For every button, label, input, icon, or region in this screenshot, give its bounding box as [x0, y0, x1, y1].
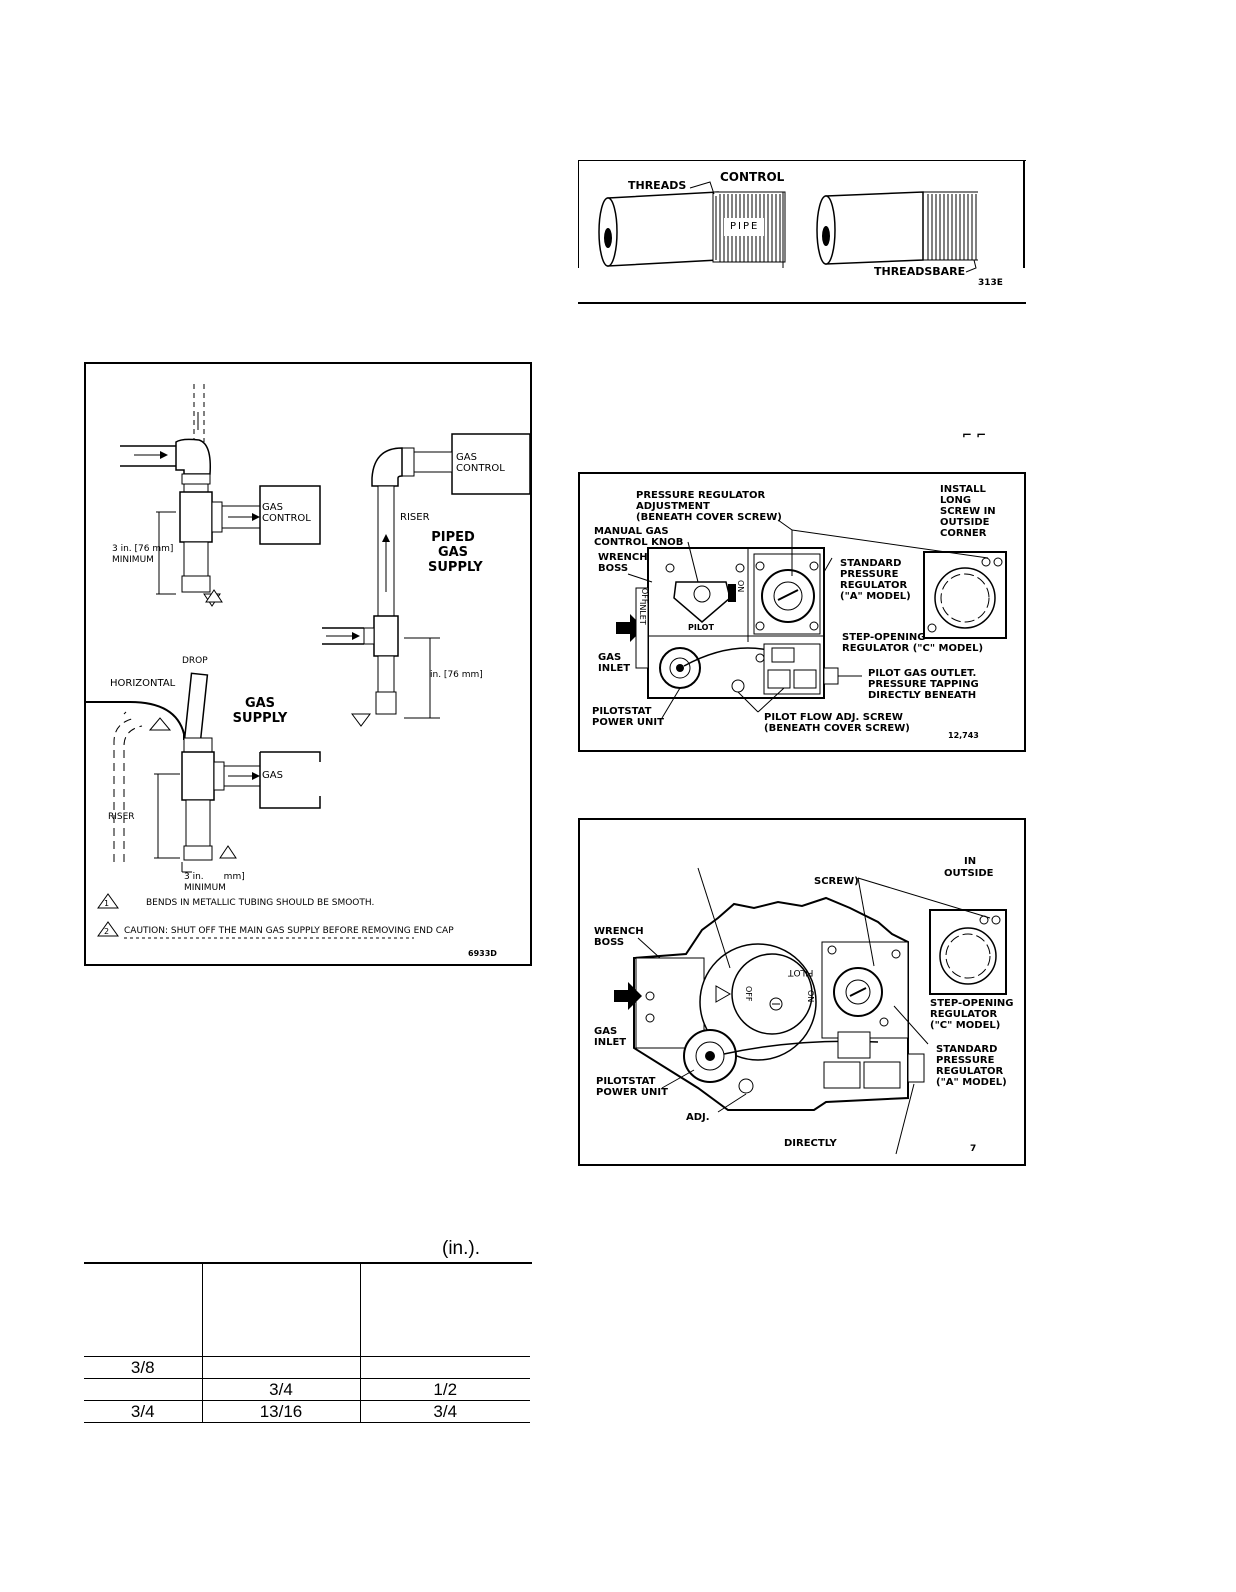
- table-cell: 1/2: [360, 1378, 530, 1401]
- pilotstat-label: PILOTSTAT POWER UNIT: [592, 706, 664, 728]
- step-opening-label: STEP-OPENING REGULATOR ("C" MODEL): [930, 998, 1014, 1031]
- table-cell: 3/4: [84, 1400, 203, 1423]
- table-cell: [360, 1356, 530, 1379]
- pipe-threads-drawing: [578, 160, 1026, 304]
- table-cell: 3/8: [84, 1356, 203, 1379]
- figure-gas-piping: GAS CONTROL 3 in. [76 mm] MINIMUM RISER …: [84, 362, 532, 966]
- table-row: 3/8: [84, 1356, 530, 1379]
- table-top-rule: [84, 1262, 532, 1264]
- figure-gas-control-b: IN OUTSIDE SCREW) WRENCH BOSS GAS INLET …: [578, 818, 1026, 1166]
- standard-regulator-label: STANDARD PRESSURE REGULATOR ("A" MODEL): [840, 558, 911, 602]
- note-1-text: BENDS IN METALLIC TUBING SHOULD BE SMOOT…: [146, 898, 375, 908]
- step-opening-label: STEP-OPENING REGULATOR ("C" MODEL): [842, 632, 984, 654]
- riser-label-2: RISER: [108, 812, 135, 822]
- control-label: CONTROL: [720, 170, 785, 184]
- stray-marks: ⌐ ⌐: [962, 428, 987, 442]
- gas-control-label-1: GAS CONTROL: [262, 502, 311, 524]
- table-cell: 3/4: [360, 1400, 530, 1423]
- table-row: 3/4 1/2: [84, 1378, 530, 1401]
- gas-control-b-drawing: [578, 818, 1026, 1166]
- pilot-label: PILOT: [788, 967, 814, 977]
- pressure-regulator-label: PRESSURE REGULATOR ADJUSTMENT (BENEATH C…: [636, 490, 782, 523]
- table-cell: [202, 1356, 361, 1379]
- figure-pipe-threads: THREADS CONTROL PIPE THREADSBARE 313E: [578, 160, 1026, 306]
- directly-label: DIRECTLY: [784, 1138, 837, 1149]
- note-2-number: 2: [104, 927, 110, 936]
- pilot-flow-label: PILOT FLOW ADJ. SCREW (BENEATH COVER SCR…: [764, 712, 910, 734]
- minimum-label-2: 3 in. mm] MINIMUM: [184, 872, 245, 893]
- threads-label: THREADS: [628, 179, 687, 192]
- gas-inlet-label: GAS INLET: [594, 1026, 627, 1048]
- install-long-screw-label: INSTALL LONG SCREW IN OUTSIDE CORNER: [940, 484, 996, 539]
- note-2-text: CAUTION: SHUT OFF THE MAIN GAS SUPPLY BE…: [124, 926, 454, 936]
- figure-code: 7: [970, 1144, 977, 1154]
- gas-supply-label: GAS SUPPLY: [232, 696, 288, 726]
- gas-control-a-drawing: [578, 472, 1026, 752]
- pilotstat-label: PILOTSTAT POWER UNIT: [596, 1076, 668, 1098]
- wrench-boss-label: WRENCH BOSS: [594, 926, 644, 948]
- pipe-label: PIPE: [730, 221, 760, 232]
- pilot-gas-outlet-label: PILOT GAS OUTLET. PRESSURE TAPPING DIREC…: [868, 668, 979, 701]
- figure-code: 313E: [978, 278, 1003, 288]
- table-cell: [84, 1378, 203, 1401]
- riser-label-1: RISER: [400, 512, 430, 523]
- on-label: ON: [736, 580, 745, 593]
- size-table: 3/8 3/4 1/2 3/4 13/16 3/4: [84, 1356, 530, 1423]
- minimum-label-1: 3 in. [76 mm] MINIMUM: [112, 544, 174, 565]
- wrench-boss-label: WRENCH BOSS: [598, 552, 648, 574]
- inlet-label: INLET: [638, 602, 647, 625]
- figure-code: 6933D: [468, 949, 497, 958]
- table-caption: (in.).: [442, 1238, 480, 1259]
- horizontal-label: HORIZONTAL: [110, 678, 176, 689]
- gas-piping-drawing: [84, 362, 532, 966]
- note-1-number: 1: [104, 899, 110, 908]
- manual-knob-label: MANUAL GAS CONTROL KNOB: [594, 526, 684, 548]
- pilot-label: PILOT: [688, 623, 714, 632]
- threads-bare-label: THREADSBARE: [874, 265, 966, 278]
- off-label: OFF: [744, 986, 753, 1002]
- figure-code: 12,743: [948, 731, 979, 740]
- figure-gas-control-a: PRESSURE REGULATOR ADJUSTMENT (BENEATH C…: [578, 472, 1026, 752]
- gas-label-3: GAS: [262, 770, 283, 781]
- table-cell: 3/4: [202, 1378, 361, 1401]
- standard-regulator-label: STANDARD PRESSURE REGULATOR ("A" MODEL): [936, 1044, 1007, 1088]
- adj-label: ADJ.: [686, 1112, 710, 1123]
- outside-label: OUTSIDE: [944, 868, 994, 879]
- screw-label: SCREW): [814, 876, 859, 887]
- piped-gas-supply-label: PIPED GAS SUPPLY: [428, 530, 483, 575]
- gas-control-label-2: GAS CONTROL: [456, 452, 505, 474]
- table-header-divider-1: [202, 1264, 203, 1358]
- table-row: 3/4 13/16 3/4: [84, 1400, 530, 1423]
- on-label: ON: [806, 990, 815, 1003]
- table-cell: 13/16: [202, 1400, 361, 1423]
- drop-label: DROP: [182, 656, 208, 666]
- gas-inlet-label: GAS INLET: [598, 652, 631, 674]
- in-76mm-label: in. [76 mm]: [430, 670, 483, 680]
- in-label: IN: [964, 856, 977, 867]
- table-header-divider-2: [360, 1264, 361, 1358]
